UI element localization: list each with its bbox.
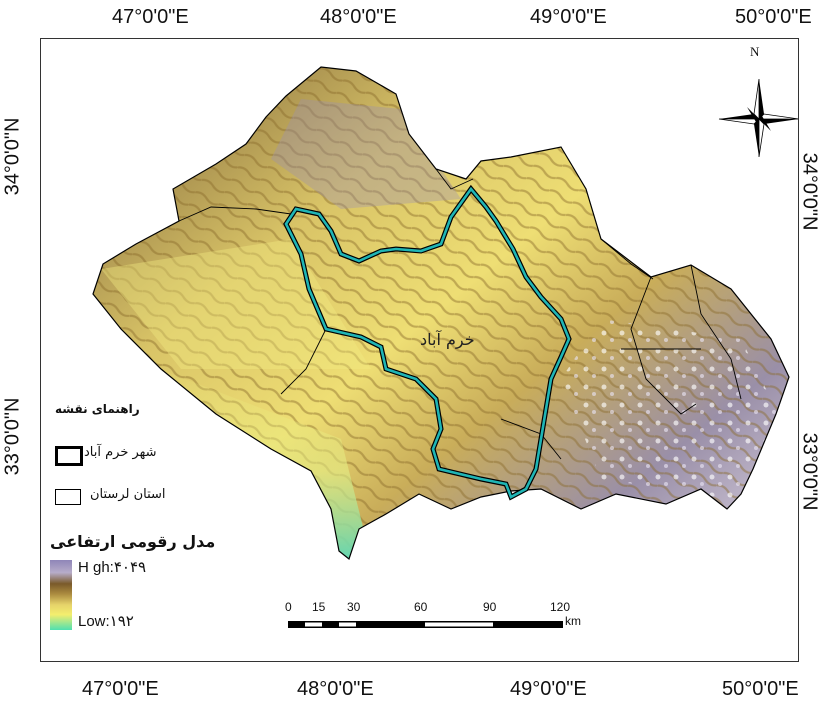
- city-outline: [284, 186, 571, 499]
- scale-tick-120: 120: [550, 600, 571, 614]
- bottom-longitude-label-47: 47°0'0"E: [82, 678, 159, 700]
- bottom-longitude-label-49: 49°0'0"E: [510, 678, 587, 700]
- scale-bar: [288, 621, 563, 628]
- dem-low-label: Low:۱۹۲: [78, 613, 134, 630]
- dem-legend-title: مدل رقومی ارتفاعی: [50, 532, 216, 551]
- bottom-longitude-label-48: 48°0'0"E: [297, 678, 374, 700]
- right-latitude-label-34: 34°0'0"N: [798, 152, 821, 231]
- top-longitude-label-47: 47°0'0"E: [112, 6, 189, 28]
- dem-high-label: H gh:۴۰۴۹: [78, 559, 147, 576]
- scale-tick-60: 60: [414, 600, 428, 614]
- map-canvas: [92, 66, 798, 628]
- dem-color-ramp: [50, 560, 72, 630]
- left-latitude-label-33: 33°0'0"N: [1, 397, 24, 476]
- map-frame: [40, 38, 799, 662]
- left-latitude-label-34: 34°0'0"N: [1, 117, 24, 196]
- scale-unit: km: [565, 614, 581, 628]
- scale-tick-90: 90: [483, 600, 497, 614]
- legend-province-label: استان لرستان: [90, 487, 166, 502]
- scale-tick-0: 0: [285, 600, 292, 614]
- scale-tick-30: 30: [347, 600, 361, 614]
- legend-province-symbol: [55, 489, 81, 505]
- top-longitude-label-48: 48°0'0"E: [320, 6, 397, 28]
- top-longitude-label-49: 49°0'0"E: [530, 6, 607, 28]
- north-label: N: [750, 44, 760, 59]
- legend-title: راهنمای نقشه: [55, 402, 140, 416]
- dem-raster: [93, 67, 789, 559]
- north-arrow-icon: [718, 78, 798, 158]
- legend-city-symbol: [55, 446, 83, 466]
- legend-city-label: شهر خرم آباد: [84, 445, 157, 460]
- right-latitude-label-33: 33°0'0"N: [798, 432, 821, 511]
- top-longitude-label-50: 50°0'0"E: [735, 6, 812, 28]
- city-name-label: خرم آباد: [420, 330, 475, 349]
- bottom-longitude-label-50: 50°0'0"E: [722, 678, 799, 700]
- scale-tick-15: 15: [312, 600, 326, 614]
